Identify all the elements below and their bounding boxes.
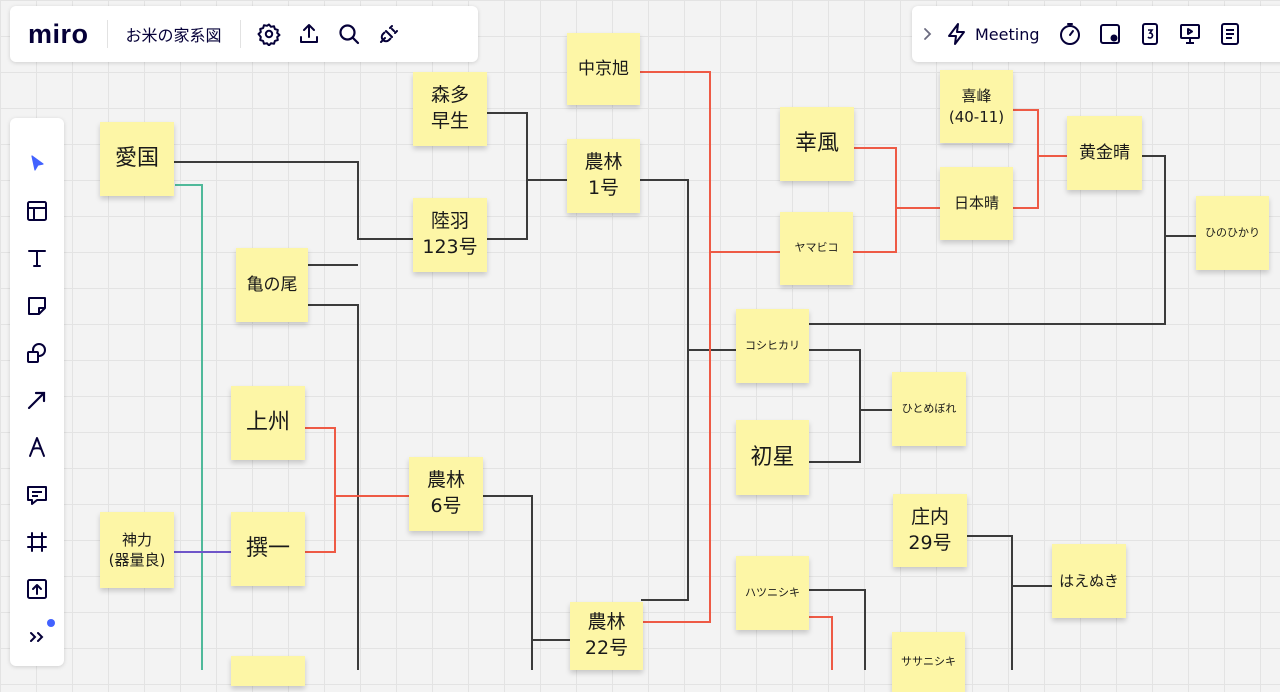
connector [482,495,533,670]
creation-toolbar [10,118,64,666]
collaboration-toolbar: Meeting [912,6,1280,62]
pen-icon[interactable] [15,424,59,471]
text-icon[interactable] [15,235,59,282]
connector [808,616,833,670]
divider [239,20,241,48]
notes-icon[interactable] [1210,14,1250,54]
miro-logo[interactable]: miro [28,18,89,49]
connector [967,535,1013,670]
upload-icon[interactable] [289,14,329,54]
connector [808,155,1166,325]
meeting-button[interactable]: Meeting [975,24,1040,44]
board-header: miro お米の家系図 [10,6,478,62]
sticky-note[interactable]: ひとめぼれ [892,372,966,446]
connector [640,179,689,601]
sticky-note[interactable]: ヤマビコ [780,212,853,285]
connector-lines [172,71,1197,670]
connector [1012,109,1039,209]
connector [486,112,528,240]
connector [852,147,897,253]
sticky-note[interactable]: 上州 [231,386,305,460]
connector [175,184,203,670]
sticky-note[interactable]: ササニシキ [892,632,965,692]
presentation-icon[interactable] [1170,14,1210,54]
search-icon[interactable] [329,14,369,54]
sticky-note[interactable] [231,656,305,686]
connector [305,304,359,670]
sticky-note[interactable]: 愛国 [100,122,174,196]
upload-tool-icon[interactable] [15,566,59,613]
sticky-note[interactable]: 初星 [736,420,809,495]
arrow-icon[interactable] [15,376,59,423]
sticky-note[interactable]: 農林 22号 [570,602,643,670]
sticky-note[interactable]: コシヒカリ [736,309,809,383]
sticky-note[interactable]: ハツニシキ [736,556,809,630]
comment-icon[interactable] [15,471,59,518]
counter-icon[interactable] [1130,14,1170,54]
sticky-note[interactable]: 農林 1号 [567,139,640,213]
sticky-note[interactable]: 中京旭 [567,33,640,105]
card-icon[interactable] [1090,14,1130,54]
gear-icon[interactable] [249,14,289,54]
divider [106,20,108,48]
connector [638,71,711,623]
sticky-note[interactable]: 喜峰 (40-11) [940,70,1013,143]
sticky-note[interactable]: 庄内 29号 [893,494,967,567]
sticky-note[interactable]: 日本晴 [940,167,1013,240]
more-icon[interactable] [15,613,59,660]
chevron-right-icon[interactable] [912,14,942,54]
connector [172,161,415,240]
connector [808,589,866,670]
timer-icon[interactable] [1050,14,1090,54]
select-icon[interactable] [15,140,59,187]
plug-icon[interactable] [369,14,409,54]
sticky-note[interactable]: 農林 6号 [409,457,483,531]
board-title[interactable]: お米の家系図 [125,26,222,45]
sticky-note[interactable]: 亀の尾 [236,248,308,322]
connector [808,349,861,463]
notification-dot [47,618,55,627]
sticky-note[interactable]: はえぬき [1052,544,1126,618]
sticky-note[interactable]: 神力 (器量良) [100,512,174,588]
templates-icon[interactable] [15,187,59,234]
sticky-note[interactable]: 黄金晴 [1067,116,1142,190]
sticky-note[interactable]: 森多 早生 [413,72,487,146]
sticky-note[interactable]: 幸風 [780,107,854,181]
sticky-note-icon[interactable] [15,282,59,329]
connector [305,427,336,553]
shapes-icon[interactable] [15,329,59,376]
sticky-note[interactable]: ひのひかり [1196,196,1269,270]
lightning-icon[interactable] [942,14,972,54]
sticky-note[interactable]: 撰一 [231,512,305,586]
sticky-note[interactable]: 陸羽 123号 [413,198,487,272]
frame-icon[interactable] [15,518,59,565]
